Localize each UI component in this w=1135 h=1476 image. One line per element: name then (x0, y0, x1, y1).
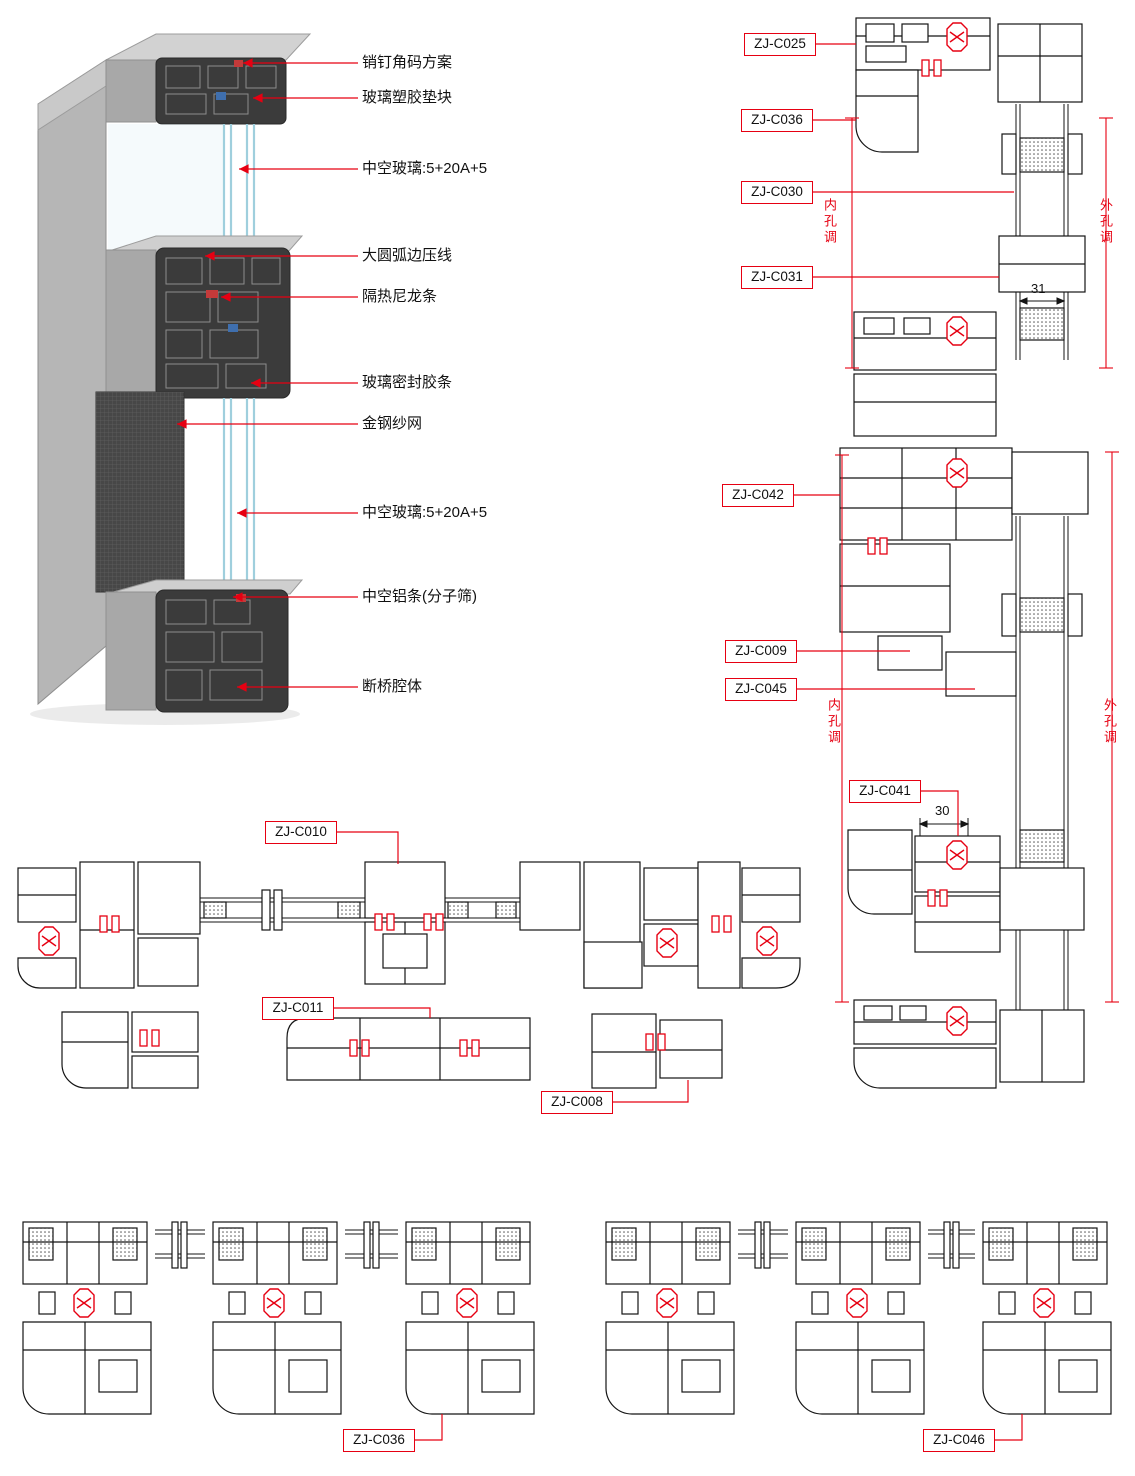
part-label-zj-c025: ZJ-C025 (744, 33, 816, 56)
part-label-zj-c008: ZJ-C008 (541, 1091, 613, 1114)
part-label-zj-c042: ZJ-C042 (722, 484, 794, 507)
vertical-section-drawing (839, 17, 1089, 1089)
callout-nylon-strip: 隔热尼龙条 (362, 288, 438, 305)
part-label-zj-c009: ZJ-C009 (725, 640, 797, 663)
part-label-zj-c011: ZJ-C011 (262, 997, 334, 1020)
dimension-30: 30 (935, 803, 950, 818)
label-leader-lines (334, 43, 1023, 1441)
bottom-right-section-drawing (606, 1221, 1111, 1414)
callout-glass-seal-strip: 玻璃密封胶条 (362, 374, 453, 391)
part-label-zj-c045: ZJ-C045 (725, 678, 797, 701)
adjustment-dimension-lines (835, 117, 1119, 1003)
part-label-zj-c041: ZJ-C041 (849, 780, 921, 803)
callout-insulated-glass-upper: 中空玻璃:5+20A+5 (362, 160, 488, 177)
part-label-zj-c010: ZJ-C010 (265, 821, 337, 844)
callout-pin-corner-scheme: 销钉角码方案 (362, 54, 453, 71)
part-label-zj-c046: ZJ-C046 (923, 1429, 995, 1452)
iso-window-render (30, 33, 312, 725)
callout-glass-plastic-pad: 玻璃塑胶垫块 (362, 89, 453, 106)
part-label-zj-c036-top: ZJ-C036 (741, 109, 813, 132)
axis-note-outer-hole-1: 外孔调 (1098, 198, 1113, 246)
bottom-left-section-drawing (23, 1221, 534, 1414)
part-label-zj-c036-bottom: ZJ-C036 (343, 1429, 415, 1452)
callout-arc-edge-bead: 大圆弧边压线 (362, 247, 453, 264)
part-label-zj-c031: ZJ-C031 (741, 266, 813, 289)
axis-note-outer-hole-2: 外孔调 (1102, 698, 1117, 746)
dimension-31: 31 (1031, 281, 1046, 296)
horizontal-section-drawing (17, 861, 801, 1089)
axis-note-inner-hole-1: 内孔调 (822, 198, 837, 246)
callout-thermal-break-cavity: 断桥腔体 (362, 678, 423, 695)
callout-insulated-glass-lower: 中空玻璃:5+20A+5 (362, 504, 488, 521)
axis-note-inner-hole-2: 内孔调 (826, 698, 841, 746)
part-label-zj-c030: ZJ-C030 (741, 181, 813, 204)
callout-aluminum-spacer: 中空铝条(分子筛) (362, 588, 477, 605)
callout-steel-mesh: 金钢纱网 (362, 415, 423, 432)
callout-leader-lines (177, 58, 358, 692)
